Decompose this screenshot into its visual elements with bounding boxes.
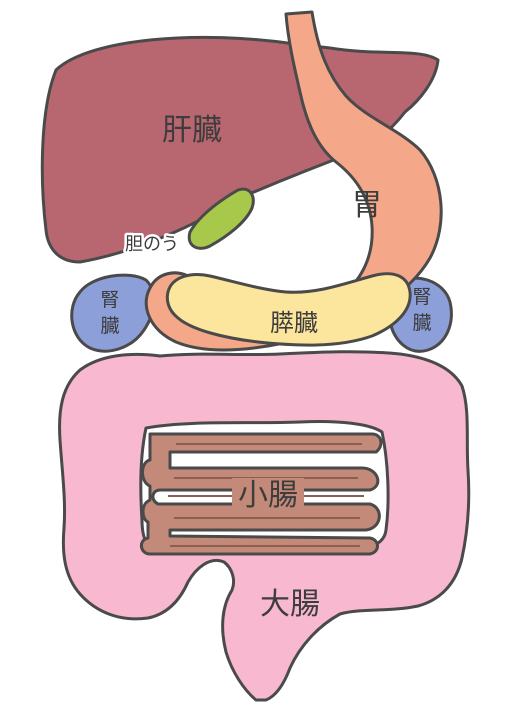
label-pancreas: 膵臓 bbox=[270, 309, 318, 337]
label-small-intestine: 小腸 bbox=[238, 478, 298, 513]
stomach bbox=[144, 10, 443, 352]
pancreas bbox=[165, 272, 412, 347]
svg-text:臓: 臓 bbox=[412, 312, 431, 334]
svg-text:臓: 臓 bbox=[100, 315, 119, 337]
label-kidney-right: 腎 臓 bbox=[412, 286, 431, 334]
label-stomach: 胃 bbox=[352, 188, 382, 223]
svg-text:腎: 腎 bbox=[100, 289, 119, 311]
label-gallbladder: 胆のう bbox=[125, 234, 179, 255]
label-kidney-left: 腎 臓 bbox=[100, 289, 119, 337]
label-large-intestine: 大腸 bbox=[260, 587, 320, 622]
gallbladder bbox=[187, 187, 255, 250]
kidney-left bbox=[70, 273, 156, 353]
svg-text:腎: 腎 bbox=[412, 286, 431, 308]
small-intestine-label-bg bbox=[232, 478, 304, 506]
label-liver: 肝臓 bbox=[162, 113, 222, 148]
